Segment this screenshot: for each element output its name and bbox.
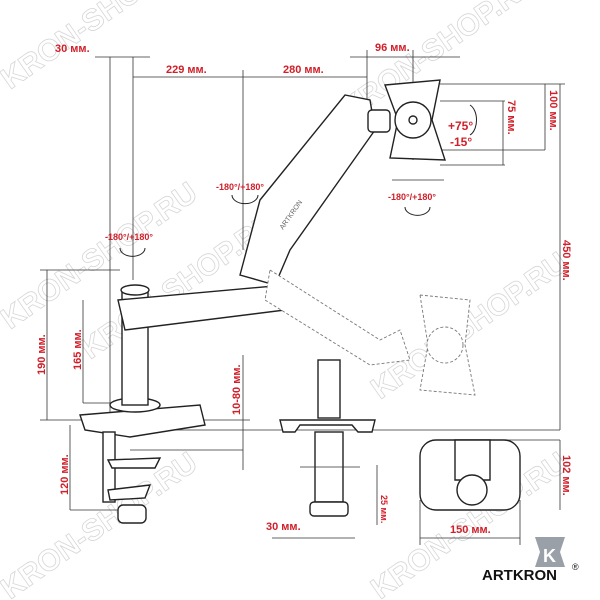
- dim-arm-height: 165 мм.: [72, 329, 84, 370]
- clamp-pad: [117, 504, 147, 524]
- dim-base-width: 150 мм.: [450, 524, 491, 536]
- dimension-lines: [40, 50, 565, 545]
- dim-clamp-width: 30 мм.: [266, 521, 301, 533]
- top-pole: [456, 474, 488, 506]
- top-view: [419, 439, 521, 511]
- dim-tilt-up: +75°: [448, 119, 473, 133]
- dim-tilt-down: -15°: [450, 135, 472, 149]
- watermark: KRON-SHOP.RU: [0, 446, 203, 600]
- side-view: [279, 359, 376, 517]
- dim-rotation-pole: -180°/+180°: [105, 232, 153, 242]
- rotate-arrow-icon: [119, 247, 146, 257]
- rotation-arrows: [119, 104, 478, 257]
- brand-logo-mark: [535, 537, 565, 567]
- dim-table-thickness: 10-80 мм.: [231, 364, 243, 415]
- side-base: [279, 419, 376, 433]
- lower-position-arm: [264, 269, 411, 366]
- brand-registered: ®: [572, 562, 579, 572]
- pole-top: [120, 284, 150, 296]
- watermark: KRON-SHOP.RU: [0, 0, 203, 96]
- dim-rotation-arm: -180°/+180°: [216, 182, 264, 192]
- dim-vesa-100: 100 мм.: [547, 90, 559, 131]
- rotate-arrow-icon: [231, 194, 259, 205]
- dim-vesa-75: 75 мм.: [505, 100, 517, 135]
- dim-head-offset: 96 мм.: [375, 42, 410, 54]
- side-pad: [309, 501, 349, 517]
- base-plate: [79, 404, 206, 438]
- dim-rotation-head: -180°/+180°: [388, 192, 436, 202]
- tilt-arrow-icon: [469, 104, 478, 136]
- tilt-joint: [367, 109, 391, 133]
- dim-base-depth: 102 мм.: [560, 455, 572, 496]
- brand-name: ARTKRON: [482, 567, 557, 584]
- monitor-arm: ARTKRON: [79, 79, 476, 524]
- rotate-arrow-icon: [404, 206, 431, 216]
- brand-logo-letter: K: [543, 546, 556, 566]
- dim-clamp-gap: 25 мм.: [379, 495, 389, 523]
- brand-logo: K ARTKRON ®: [482, 537, 579, 584]
- dim-arm1: 229 мм.: [166, 64, 207, 76]
- dim-max-height: 450 мм.: [560, 240, 572, 281]
- dim-top-offset: 30 мм.: [55, 43, 90, 55]
- dim-clamp-height: 120 мм.: [59, 454, 71, 495]
- dim-arm2: 280 мм.: [283, 64, 324, 76]
- side-pole: [317, 359, 341, 419]
- dim-pole-height: 190 мм.: [36, 334, 48, 375]
- dimension-labels: 30 мм. 229 мм. 280 мм. 96 мм. 100 мм. 75…: [36, 42, 572, 536]
